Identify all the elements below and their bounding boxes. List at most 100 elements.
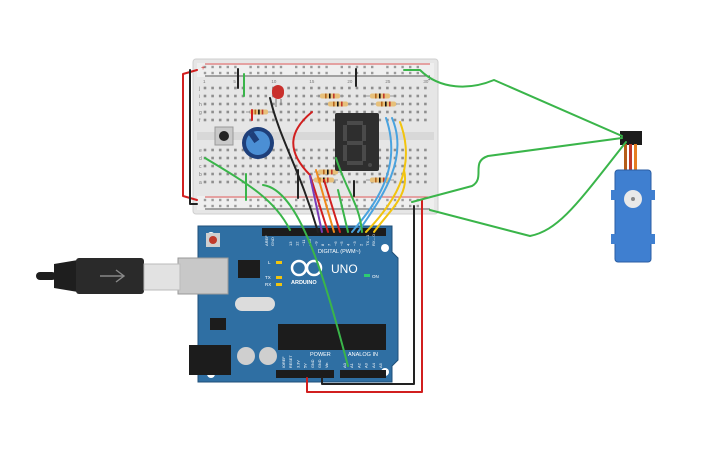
rail-hole [219, 65, 222, 69]
breadboard-hole [317, 148, 321, 152]
breadboard-hole [279, 164, 283, 168]
breadboard-hole [401, 164, 404, 168]
breadboard-hole [249, 172, 252, 176]
breadboard-hole [241, 148, 245, 152]
breadboard-hole [332, 86, 336, 90]
center-channel [197, 132, 434, 140]
rail-hole [409, 204, 412, 208]
breadboard-hole [264, 180, 268, 184]
breadboard-hole [203, 94, 207, 98]
rail-hole [226, 204, 229, 208]
power-header [276, 370, 334, 378]
rail-hole [401, 198, 404, 202]
pushbutton[interactable] [214, 126, 234, 146]
breadboard-hole [256, 164, 260, 168]
header-pin-label: GND [270, 237, 275, 246]
rail-hole [348, 204, 351, 208]
rail-hole [409, 71, 412, 75]
rail-hole [226, 71, 229, 75]
rail-hole [279, 204, 283, 208]
breadboard-hole [294, 86, 298, 90]
row-letter: e [199, 148, 202, 154]
rail-hole [264, 204, 267, 208]
rail-hole [203, 198, 207, 202]
breadboard-hole [332, 110, 336, 114]
digital-pin-label: ~6 [333, 241, 338, 246]
rail-hole [264, 71, 267, 75]
rail-hole [310, 198, 313, 202]
led-l [276, 261, 282, 264]
breadboard-hole [378, 172, 382, 176]
rail-hole [295, 198, 298, 202]
power-pin-label: 3.3V [296, 360, 300, 368]
breadboard-hole [401, 110, 404, 114]
breadboard-hole [378, 86, 382, 90]
breadboard-hole [294, 180, 298, 184]
breadboard-hole [393, 180, 397, 184]
breadboard-hole [211, 164, 214, 168]
row-letter: b [199, 172, 202, 178]
rail-hole [219, 198, 222, 202]
led-rx [276, 283, 282, 286]
on-label: ON [372, 274, 379, 279]
column-number: 25 [385, 79, 391, 84]
wire-black-rail [189, 69, 198, 205]
breadboard-hole [218, 180, 222, 184]
rail-hole [249, 71, 252, 75]
rail-hole [348, 65, 351, 69]
breadboard-hole [325, 164, 328, 168]
rail-hole [234, 204, 237, 208]
breadboard-hole [226, 102, 230, 106]
breadboard-hole [272, 156, 275, 160]
wire-green-servo-bottom [429, 141, 627, 237]
rail-hole [371, 71, 374, 75]
breadboard-hole [272, 164, 275, 168]
digital-pin-label: RX←0 [371, 233, 376, 246]
breadboard-hole [416, 148, 420, 152]
wires [182, 68, 627, 393]
breadboard-hole [203, 118, 207, 122]
rail-hole [401, 65, 404, 69]
led-on [364, 274, 370, 277]
breadboard-hole [424, 110, 427, 114]
breadboard-hole [218, 164, 222, 168]
rail-hole [393, 65, 397, 69]
breadboard-hole [279, 118, 283, 122]
breadboard-hole [325, 148, 328, 152]
breadboard-hole [355, 180, 359, 184]
servo-connector [620, 131, 642, 145]
rail-hole [325, 198, 328, 202]
resistor [246, 109, 272, 115]
digital-pin-label: 7 [326, 243, 331, 246]
breadboard-hole [355, 94, 359, 98]
rail-hole [416, 204, 419, 208]
breadboard-hole [279, 110, 283, 114]
rail-hole [363, 204, 366, 208]
breadboard-hole [241, 110, 245, 114]
breadboard-hole [310, 94, 313, 98]
rail-hole [257, 204, 260, 208]
breadboard-hole [393, 156, 397, 160]
potentiometer[interactable] [242, 127, 274, 159]
rail-hole [371, 198, 374, 202]
rail-hole [348, 198, 351, 202]
digital-header-label: DIGITAL (PWM~) [318, 249, 361, 255]
breadboard-hole [317, 118, 321, 122]
breadboard-hole [416, 86, 420, 90]
breadboard-hole [363, 180, 366, 184]
breadboard-hole [211, 148, 214, 152]
breadboard-hole [408, 110, 412, 114]
rail-hole [272, 65, 275, 69]
breadboard-hole [416, 172, 420, 176]
breadboard-hole [287, 110, 290, 114]
reset-button[interactable] [206, 233, 220, 247]
breadboard-hole [370, 172, 374, 176]
breadboard-hole [249, 86, 252, 90]
analog-pin-label: A2 [356, 362, 361, 368]
breadboard-hole [424, 102, 427, 106]
breadboard-hole [424, 164, 427, 168]
breadboard-hole [302, 180, 306, 184]
wire-black-led [269, 97, 319, 233]
breadboard-hole [332, 118, 336, 122]
rail-hole [295, 204, 298, 208]
